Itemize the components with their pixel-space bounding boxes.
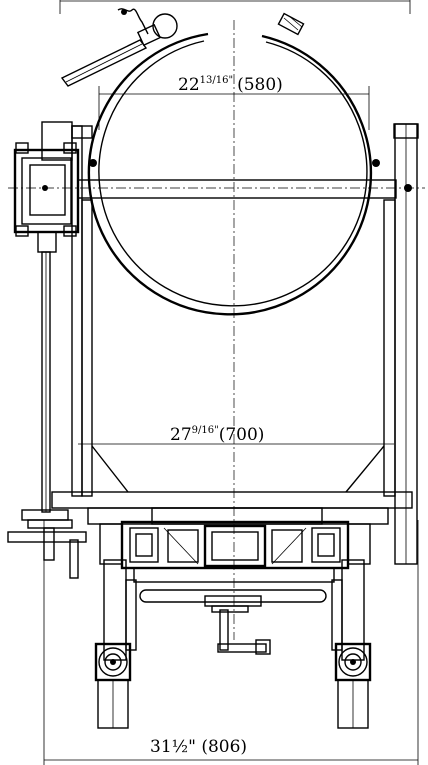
- frame-left-upright: [71, 125, 93, 497]
- drum-ring: [87, 12, 373, 316]
- lower-braces: [91, 445, 385, 493]
- left-caster-wheel: [94, 642, 132, 729]
- frame-right-upright: [383, 123, 419, 565]
- base-platform: [51, 491, 413, 525]
- top-overall-dimension: [59, 0, 411, 14]
- central-mechanism: [99, 520, 371, 570]
- right-pivot: [372, 159, 380, 167]
- right-caster-wheel: [334, 642, 372, 729]
- wheel-base-label: 31½" (806): [150, 737, 247, 757]
- wheel-base-dimension: 31½" (806): [43, 520, 419, 765]
- left-hand-crank: [7, 509, 87, 579]
- lid-lever: [60, 8, 178, 87]
- left-pivot: [89, 159, 97, 167]
- lower-cross-members: [133, 567, 335, 613]
- left-gearbox: [13, 121, 80, 253]
- bottom-crank: [217, 609, 271, 655]
- frame-width-dimension: 279/16"(700): [78, 425, 394, 445]
- upper-crossbar: [77, 179, 397, 199]
- left-lead-screw: [41, 251, 51, 513]
- frame-width-label: 279/16"(700): [170, 425, 264, 445]
- ring-diameter-label: 2213/16"(580): [178, 75, 283, 95]
- ring-diameter-dimension: 2213/16"(580): [98, 75, 370, 130]
